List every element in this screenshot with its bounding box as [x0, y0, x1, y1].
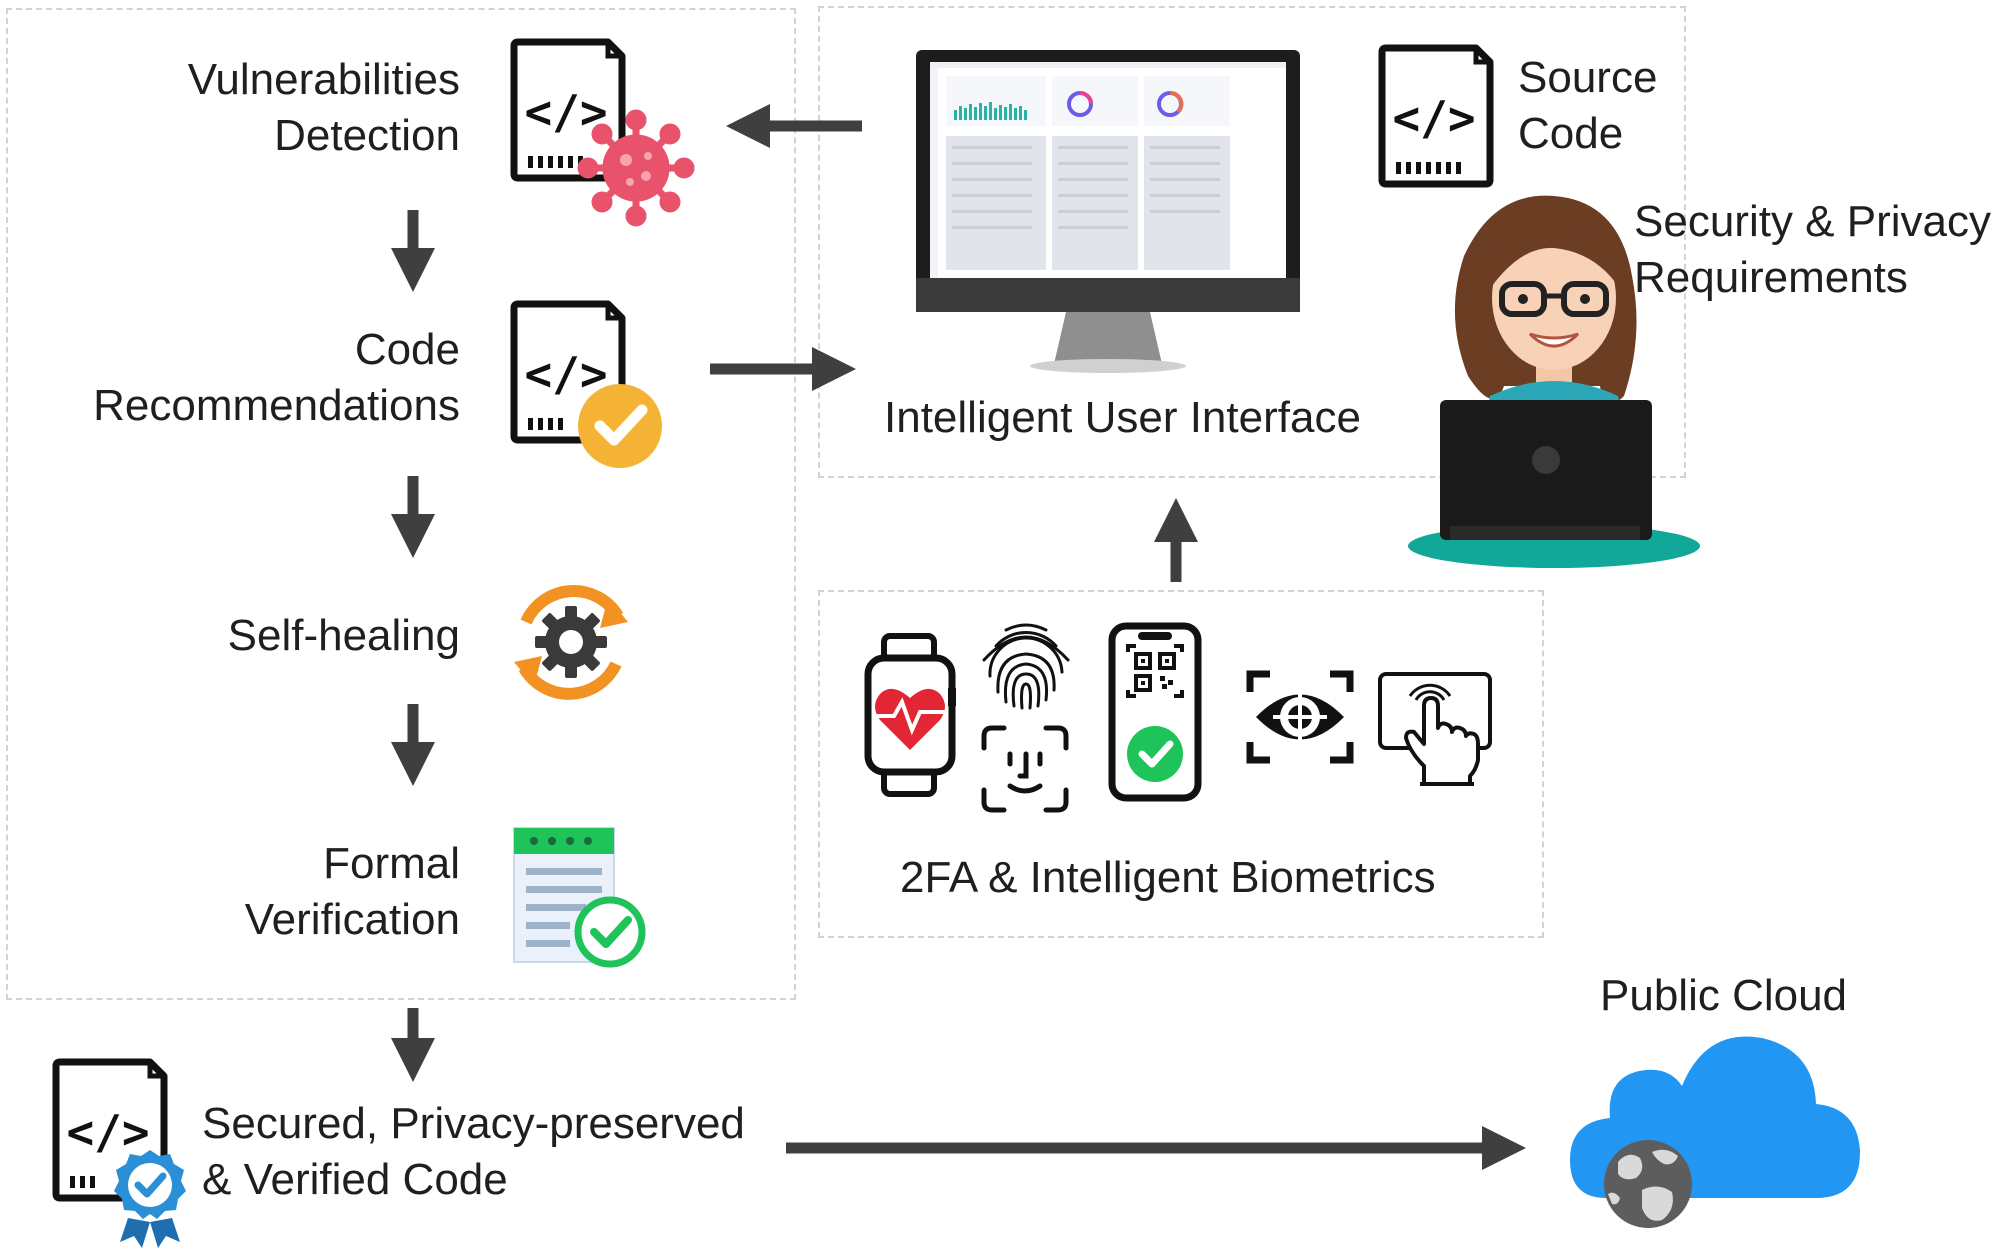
vuln-detection-label: Vulnerabilities Detection	[187, 55, 460, 160]
svg-text:</>: </>	[66, 1105, 149, 1159]
formal-verification-label: Formal Verification	[244, 839, 460, 944]
monitor-dashboard-icon	[916, 50, 1300, 373]
smartwatch-heart-icon	[864, 633, 956, 797]
svg-text:</>: </>	[1392, 91, 1475, 145]
code-recommendations-label: Code Recommendations	[93, 325, 460, 430]
phone-qr-icon	[1108, 622, 1202, 802]
code-file-virus-icon: </>	[510, 38, 695, 227]
developer-avatar	[1408, 195, 1700, 568]
fingerprint-icon	[982, 623, 1070, 710]
code-file-check-icon: </>	[510, 300, 662, 468]
public-cloud-label: Public Cloud	[1600, 971, 1848, 1020]
biometrics-label: 2FA & Intelligent Biometrics	[900, 853, 1436, 902]
svg-text:</>: </>	[524, 347, 607, 401]
code-file-badge-icon: </>	[52, 1058, 186, 1248]
pipeline-panel	[6, 8, 796, 1000]
source-code-label: Source Code	[1518, 53, 1658, 158]
self-healing-gear-icon	[514, 585, 628, 700]
face-id-icon	[981, 725, 1069, 813]
self-healing-label: Self-healing	[227, 611, 460, 660]
cloud-globe-icon	[1570, 1036, 1860, 1228]
touch-screen-icon	[1378, 672, 1492, 786]
source-code-file-icon: </>	[1378, 44, 1494, 188]
auth-panel	[818, 590, 1544, 938]
secured-code-label: Secured, Privacy-preserved & Verified Co…	[202, 1099, 745, 1204]
intelligent-ui-label: Intelligent User Interface	[884, 393, 1361, 442]
security-privacy-label: Security & Privacy Requirements	[1634, 197, 1991, 302]
verified-document-icon	[513, 827, 646, 968]
eye-scan-icon	[1246, 670, 1354, 764]
ui-panel	[818, 6, 1686, 478]
